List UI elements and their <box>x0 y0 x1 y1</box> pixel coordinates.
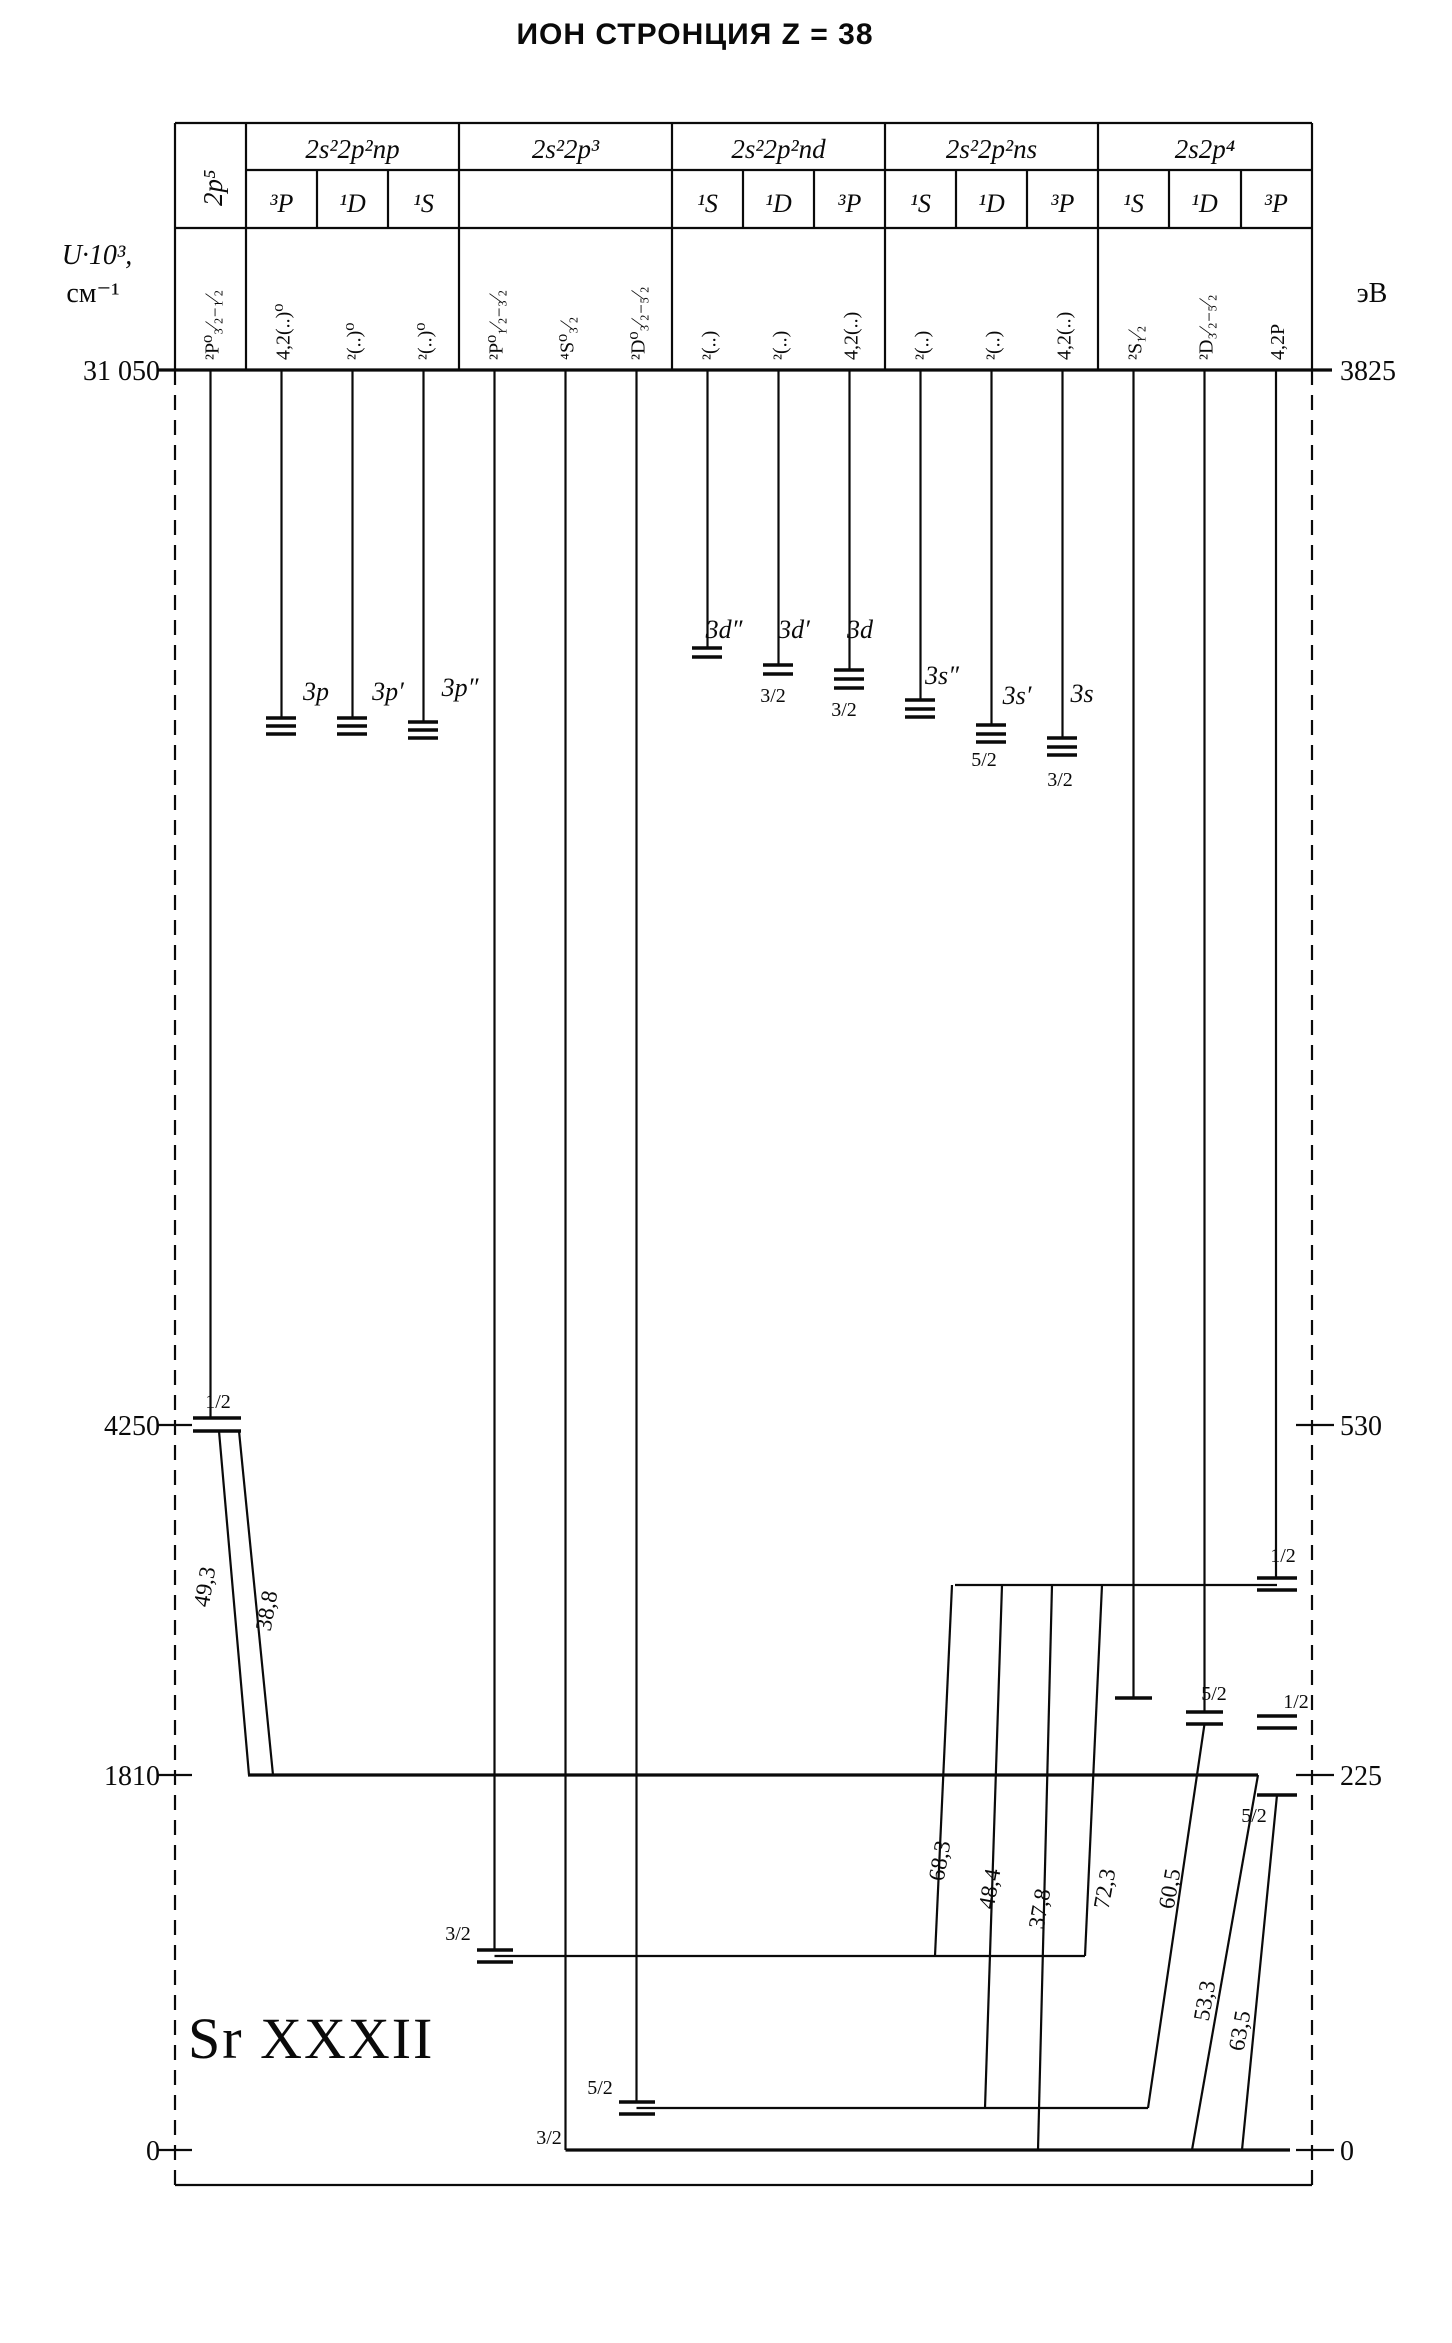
wavelength-label-68-3: 68,3 <box>924 1839 956 1883</box>
transition-line-53-3 <box>1190 1774 1260 2151</box>
j-label-2p5-12: 1/2 <box>205 1391 231 1413</box>
page-title: ИОН СТРОНЦИЯ Z = 38 <box>516 18 873 51</box>
level-label-3p-prime: 3p′ <box>371 677 404 706</box>
axis-left-tick-0: 0 <box>146 2136 160 2167</box>
group-label-2s22p2np: 2s²2p²np <box>305 134 399 164</box>
axis-left-tick-31050: 31 050 <box>83 356 160 387</box>
j-label-4P-52: 5/2 <box>1241 1805 1267 1827</box>
column-label-c14: ²S₁⁄₂ <box>1125 326 1147 360</box>
ion-name: Sr XXXII <box>188 2006 434 2071</box>
column-label-c3: ²(..)⁰ <box>344 323 366 360</box>
wavelength-label-63-5: 63,5 <box>1224 2009 1256 2053</box>
level-label-3d: 3d <box>846 615 874 644</box>
j-label-2P-32: 3/2 <box>445 1923 471 1945</box>
term-label-1D: ¹D <box>339 189 366 218</box>
diagram-frame <box>173 370 1314 2187</box>
term-label-3P: ³P <box>270 189 294 218</box>
column-label-c15: ²D₃⁄₂₋₅⁄₂ <box>1196 294 1218 360</box>
column-label-c7: ²D⁰₃⁄₂₋₅⁄₂ <box>628 286 650 360</box>
axis-left-tick-4250: 4250 <box>104 1411 160 1442</box>
wavelength-label-49-3: 49,3 <box>189 1565 221 1609</box>
axis-right-tick-225: 225 <box>1340 1761 1382 1792</box>
axis-left-tick-1810: 1810 <box>104 1761 160 1792</box>
header-grid <box>173 121 1314 370</box>
axis-left-unit-line1: U·10³, <box>62 240 133 271</box>
term-label-3P: ³P <box>838 189 862 218</box>
j-label-3s-32: 3/2 <box>1047 769 1073 791</box>
j-label-2P-upper-12: 1/2 <box>1270 1545 1296 1567</box>
term-label-3P: ³P <box>1051 189 1075 218</box>
column-label-c16: 4,2P <box>1267 324 1289 360</box>
wavelength-label-72-3: 72,3 <box>1089 1867 1121 1911</box>
term-label-1S: ¹S <box>697 189 718 218</box>
group-label-2s22p3: 2s²2p³ <box>532 134 600 164</box>
column-label-c10: 4,2(..) <box>841 312 863 360</box>
axis-right-tick-0: 0 <box>1340 2136 1354 2167</box>
column-label-c11: ²(..) <box>912 331 934 360</box>
axis-right-tick-3825: 3825 <box>1340 356 1396 387</box>
level-label-3p: 3p <box>302 677 329 706</box>
wavelength-label-48-4: 48,4 <box>974 1866 1006 1910</box>
level-ticks <box>193 646 1297 2116</box>
column-label-c1: ²P⁰₃⁄₂₋₁⁄₂ <box>202 290 224 360</box>
j-label-4P-12: 1/2 <box>1283 1691 1309 1713</box>
transition-lines <box>217 1430 1279 2151</box>
axis-tick-marks <box>158 1423 1334 2152</box>
level-label-3s-prime: 3s′ <box>1002 681 1032 710</box>
term-label-1S: ¹S <box>413 189 434 218</box>
transition-line-38-8 <box>237 1430 275 1776</box>
term-label-1D: ¹D <box>1191 189 1218 218</box>
axis-right-unit: эВ <box>1357 278 1388 309</box>
axis-left-unit-line2: см⁻¹ <box>66 278 119 309</box>
group-label-2p5: 2p⁵ <box>198 170 228 206</box>
level-label-3d-prime: 3d′ <box>777 615 810 644</box>
term-label-3P: ³P <box>1264 189 1288 218</box>
level-label-3d-dblprime: 3d″ <box>705 615 744 644</box>
j-label-3d-prime-32: 3/2 <box>760 685 786 707</box>
term-label-1S: ¹S <box>1123 189 1144 218</box>
transition-line-48-4 <box>983 1584 1004 2109</box>
transition-line-72-3 <box>1083 1584 1104 1957</box>
wavelength-label-37-8: 37,8 <box>1024 1887 1056 1931</box>
column-label-c8: ²(..) <box>699 331 721 360</box>
transition-line-49-3 <box>217 1430 251 1776</box>
level-label-3p-dblprime: 3p″ <box>441 673 480 702</box>
column-label-c13: 4,2(..) <box>1054 312 1076 360</box>
column-label-c5: ²P⁰₁⁄₂₋₃⁄₂ <box>486 290 508 360</box>
column-label-c4: ²(..)⁰ <box>415 323 437 360</box>
column-label-c6: ⁴S⁰₃⁄₂ <box>557 317 579 360</box>
j-label-3d-32: 3/2 <box>831 699 857 721</box>
group-label-2s2p4: 2s2p⁴ <box>1175 134 1235 164</box>
level-label-3s-dblprime: 3s″ <box>924 661 960 690</box>
transition-line-60-5 <box>1146 1723 1206 2109</box>
transition-line-68-3 <box>933 1584 954 1957</box>
term-label-1D: ¹D <box>765 189 792 218</box>
term-label-1D: ¹D <box>978 189 1005 218</box>
column-lines <box>209 370 1278 2150</box>
transition-line-63-5 <box>1240 1794 1279 2151</box>
level-label-3s: 3s <box>1069 679 1093 708</box>
column-label-c12: ²(..) <box>983 331 1005 360</box>
wavelength-label-60-5: 60,5 <box>1154 1867 1186 1911</box>
j-label-2D-52: 5/2 <box>587 2077 613 2099</box>
axis-right-tick-530: 530 <box>1340 1411 1382 1442</box>
column-label-c2: 4,2(..)⁰ <box>273 304 295 360</box>
transition-line-37-8 <box>1036 1584 1054 2151</box>
column-label-c9: ²(..) <box>770 331 792 360</box>
j-label-3s-prime-52: 5/2 <box>971 749 997 771</box>
j-label-2D-right-52: 5/2 <box>1201 1683 1227 1705</box>
term-label-1S: ¹S <box>910 189 931 218</box>
group-label-2s22p2ns: 2s²2p²ns <box>946 134 1037 164</box>
j-label-4S-32: 3/2 <box>536 2127 562 2149</box>
group-label-2s22p2nd: 2s²2p²nd <box>731 134 826 164</box>
